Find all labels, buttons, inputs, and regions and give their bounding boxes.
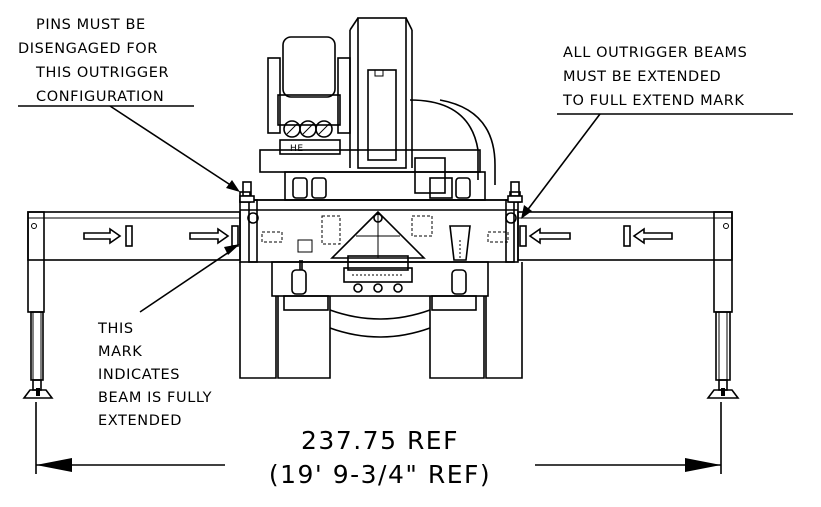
note-pins-line-1: PINS MUST BE bbox=[36, 17, 146, 33]
dimension-primary: 237.75 REF bbox=[301, 426, 459, 455]
dimension-secondary: (19' 9-3/4" REF) bbox=[269, 460, 491, 489]
operator-seat: HE bbox=[267, 36, 351, 155]
pin-left bbox=[239, 181, 255, 203]
leader-pins bbox=[18, 105, 240, 192]
wheel-right bbox=[429, 262, 523, 379]
note-mark-line-4: BEAM IS FULLY bbox=[98, 390, 212, 406]
outrigger-beam-left bbox=[27, 211, 241, 261]
note-mark-line-2: MARK bbox=[98, 344, 142, 360]
note-mark-line-3: INDICATES bbox=[98, 367, 180, 383]
note-mark-line-1: THIS bbox=[97, 321, 134, 337]
note-pins-line-4: CONFIGURATION bbox=[36, 89, 164, 105]
note-beams: ALL OUTRIGGER BEAMS MUST BE EXTENDED TO … bbox=[562, 45, 747, 109]
leader-beams bbox=[521, 113, 793, 219]
dimension-line bbox=[35, 402, 722, 474]
outrigger-leg-right bbox=[706, 211, 740, 399]
note-pins: PINS MUST BE DISENGAGED FOR THIS OUTRIGG… bbox=[18, 17, 169, 105]
boom-mast bbox=[349, 17, 413, 169]
note-pins-line-3: THIS OUTRIGGER bbox=[35, 65, 169, 81]
note-mark-line-5: EXTENDED bbox=[98, 413, 182, 429]
leader-mark bbox=[139, 244, 240, 313]
note-mark: THIS MARK INDICATES BEAM IS FULLY EXTEND… bbox=[97, 321, 212, 429]
note-pins-line-2: DISENGAGED FOR bbox=[18, 41, 158, 57]
outrigger-beam-right bbox=[517, 211, 733, 261]
note-beams-line-3: TO FULL EXTEND MARK bbox=[562, 93, 745, 109]
note-beams-line-1: ALL OUTRIGGER BEAMS bbox=[563, 45, 747, 61]
wheel-left bbox=[239, 262, 331, 379]
svg-text:HE: HE bbox=[290, 144, 304, 154]
grille bbox=[271, 255, 489, 297]
note-beams-line-2: MUST BE EXTENDED bbox=[563, 69, 721, 85]
pin-right bbox=[507, 181, 523, 203]
axle bbox=[283, 295, 477, 338]
carrier-frame bbox=[239, 191, 521, 263]
outrigger-leg-left bbox=[22, 211, 54, 399]
